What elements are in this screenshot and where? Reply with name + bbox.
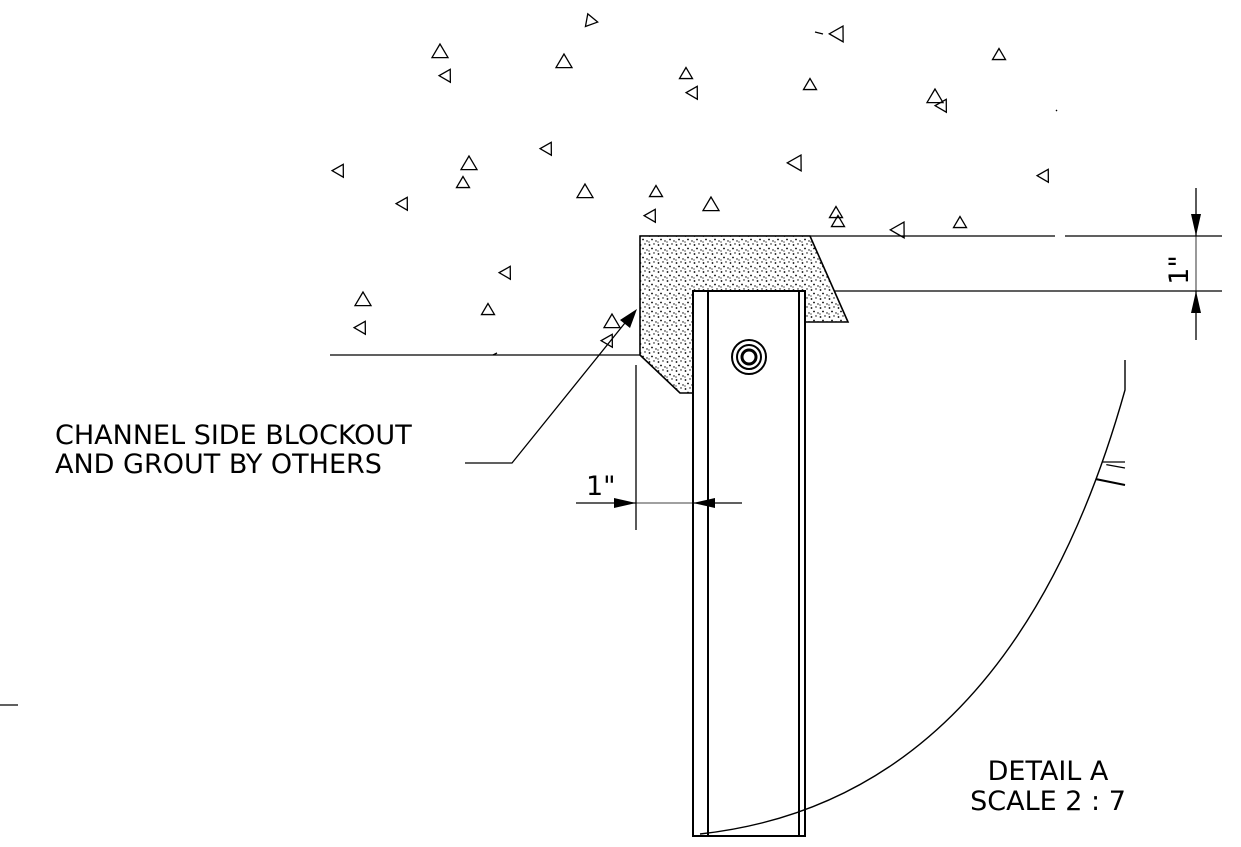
dimension-vertical xyxy=(1191,188,1201,340)
aggregate-triangle xyxy=(353,290,373,307)
aggregate-triangle xyxy=(933,98,948,114)
aggregate-triangle xyxy=(952,215,968,229)
aggregate-triangle xyxy=(437,68,452,84)
aggregate-triangle xyxy=(497,265,512,281)
aggregate-triangle xyxy=(925,87,945,104)
dimension-label-horizontal: 1" xyxy=(586,471,616,502)
aggregate-triangle xyxy=(642,208,657,224)
aggregate-mark xyxy=(814,31,824,35)
anchor-bolt-icon xyxy=(731,339,767,375)
aggregate-triangle xyxy=(701,195,721,212)
aggregate-triangle xyxy=(678,66,694,80)
aggregate-triangle xyxy=(785,153,802,172)
detail-title: DETAIL A xyxy=(988,756,1109,787)
callout-text-line1: CHANNEL SIDE BLOCKOUT xyxy=(55,420,412,451)
callout-leader-line xyxy=(465,312,634,464)
aggregate-triangle xyxy=(827,24,844,43)
aggregate-triangle xyxy=(575,182,595,199)
dimension-label-vertical: 1" xyxy=(1164,255,1195,285)
aggregate-triangle xyxy=(584,12,599,28)
callout-text-line2: AND GROUT BY OTHERS xyxy=(55,449,382,480)
aggregate-triangle xyxy=(480,302,496,316)
aggregate-triangle xyxy=(648,184,664,198)
aggregate-triangle xyxy=(352,320,367,336)
aggregate-triangle xyxy=(430,42,450,59)
aggregate-triangle xyxy=(1035,168,1050,184)
concrete-aggregate xyxy=(330,12,1058,356)
aggregate-triangle xyxy=(602,312,622,329)
aggregate-triangle xyxy=(554,52,574,69)
aggregate-mark xyxy=(1055,109,1058,112)
callout-arrowhead xyxy=(620,309,637,328)
detail-boundary-arc xyxy=(699,360,1126,835)
aggregate-triangle xyxy=(991,47,1007,61)
aggregate-triangle xyxy=(330,163,345,179)
aggregate-triangle xyxy=(538,141,553,157)
aggregate-triangle xyxy=(394,196,409,212)
aggregate-triangle xyxy=(888,220,905,239)
detail-scale: SCALE 2 : 7 xyxy=(970,786,1126,817)
aggregate-triangle xyxy=(599,333,614,349)
aggregate-triangle xyxy=(684,85,699,101)
aggregate-triangle xyxy=(455,175,471,189)
channel-post xyxy=(692,290,806,837)
dimension-horizontal xyxy=(576,365,742,530)
aggregate-triangle xyxy=(459,154,479,171)
aggregate-triangle xyxy=(830,214,846,228)
aggregate-triangle xyxy=(828,205,844,219)
aggregate-triangle xyxy=(802,77,818,91)
